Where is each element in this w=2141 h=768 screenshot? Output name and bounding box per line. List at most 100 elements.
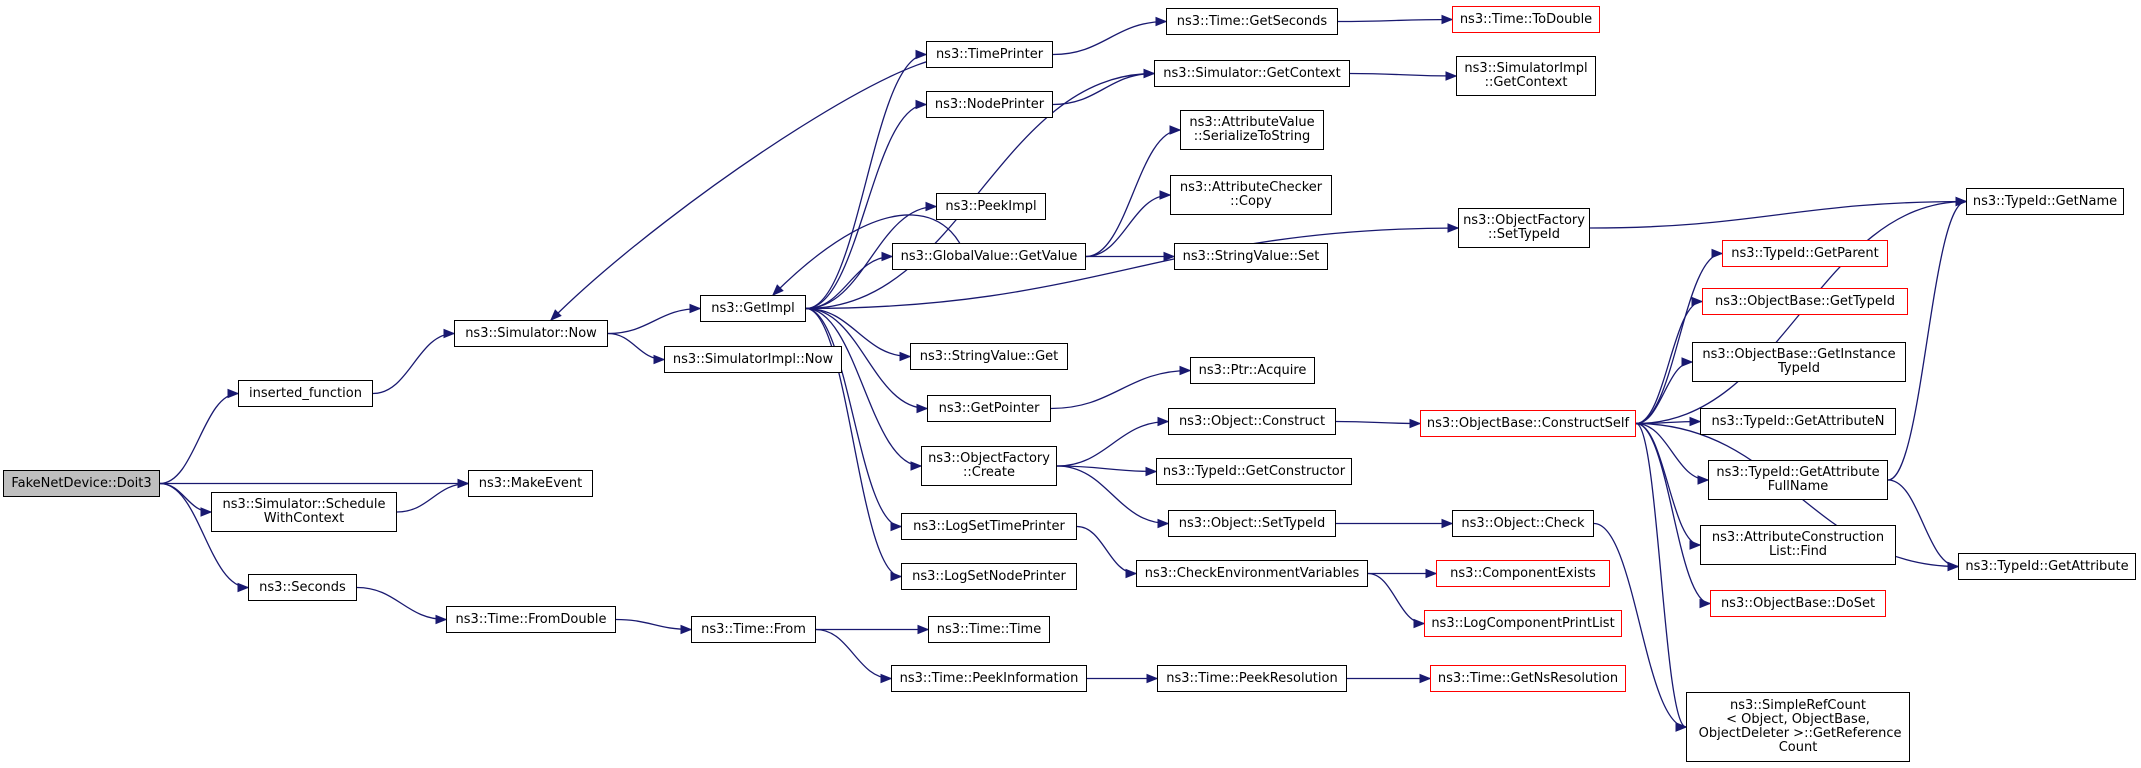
node-timefrom[interactable]: ns3::Time::From bbox=[691, 616, 816, 643]
node-stringvalueget[interactable]: ns3::StringValue::Get bbox=[910, 343, 1068, 370]
edge-tidgetattributefullname-to-tidgetattribute bbox=[1887, 479, 1959, 568]
node-accopy[interactable]: ns3::AttributeChecker ::Copy bbox=[1170, 175, 1332, 215]
node-aclistfind[interactable]: ns3::AttributeConstruction List::Find bbox=[1700, 525, 1896, 565]
node-obgetinstancetypeid[interactable]: ns3::ObjectBase::GetInstance TypeId bbox=[1692, 342, 1906, 382]
node-todouble[interactable]: ns3::Time::ToDouble bbox=[1452, 6, 1600, 33]
edge-tidgetattributefullname-to-tidgetname bbox=[1887, 200, 1967, 481]
edge-inserted-to-simnow bbox=[372, 332, 455, 395]
edge-getimpl-to-gvgetvalue bbox=[805, 255, 893, 310]
node-timeprinter[interactable]: ns3::TimePrinter bbox=[926, 41, 1053, 68]
node-ofcreate[interactable]: ns3::ObjectFactory ::Create bbox=[921, 446, 1057, 486]
edge-simnow-to-getimpl-arrowhead bbox=[689, 303, 702, 314]
node-simimplnow[interactable]: ns3::SimulatorImpl::Now bbox=[664, 346, 842, 373]
node-peekimpl[interactable]: ns3::PeekImpl bbox=[936, 193, 1046, 220]
edge-gvgetvalue-to-stringvalueset-arrowhead bbox=[1163, 251, 1176, 262]
node-constructself[interactable]: ns3::ObjectBase::ConstructSelf bbox=[1420, 410, 1636, 437]
edge-getimpl-to-nodeprinter bbox=[805, 103, 927, 310]
node-tidgetattributefullname[interactable]: ns3::TypeId::GetAttribute FullName bbox=[1708, 460, 1888, 500]
node-ofsettypeid[interactable]: ns3::ObjectFactory ::SetTypeId bbox=[1458, 208, 1590, 248]
edge-objconstruct-to-constructself bbox=[1335, 420, 1421, 425]
edge-peekinfo-to-peekresolution-arrowhead bbox=[1146, 673, 1159, 684]
node-gvgetvalue[interactable]: ns3::GlobalValue::GetValue bbox=[892, 243, 1086, 270]
node-logsettime[interactable]: ns3::LogSetTimePrinter bbox=[901, 513, 1077, 540]
node-getseconds[interactable]: ns3::Time::GetSeconds bbox=[1166, 8, 1338, 35]
edge-fromdouble-to-timefrom-arrowhead bbox=[680, 624, 693, 635]
edge-checkenv-to-componentexists-arrowhead bbox=[1425, 568, 1438, 579]
edge-gvgetvalue-to-avserialize bbox=[1085, 129, 1181, 258]
edge-ofcreate-to-objsettypeid-arrowhead bbox=[1157, 518, 1170, 529]
node-nodeprinter[interactable]: ns3::NodePrinter bbox=[926, 91, 1053, 118]
node-tidgetattribute[interactable]: ns3::TypeId::GetAttribute bbox=[1958, 553, 2136, 580]
edge-getimpl-to-timeprinter bbox=[805, 53, 927, 310]
node-objsettypeid[interactable]: ns3::Object::SetTypeId bbox=[1168, 510, 1336, 537]
node-simnow[interactable]: ns3::Simulator::Now bbox=[454, 320, 608, 347]
node-checkenv[interactable]: ns3::CheckEnvironmentVariables bbox=[1136, 560, 1368, 587]
node-tidgetconstructor[interactable]: ns3::TypeId::GetConstructor bbox=[1156, 458, 1352, 485]
node-obdoset[interactable]: ns3::ObjectBase::DoSet bbox=[1710, 590, 1886, 617]
edge-getimpl-to-peekimpl bbox=[805, 205, 937, 310]
edge-nodeprinter-to-simgetcontext bbox=[1052, 72, 1155, 106]
node-logcomponentprintlist[interactable]: ns3::LogComponentPrintList bbox=[1424, 610, 1622, 637]
edge-doit3-to-inserted bbox=[159, 392, 239, 485]
node-seconds[interactable]: ns3::Seconds bbox=[248, 574, 357, 601]
node-logsetnode[interactable]: ns3::LogSetNodePrinter bbox=[901, 563, 1077, 590]
node-ptracquire[interactable]: ns3::Ptr::Acquire bbox=[1190, 357, 1315, 384]
edge-tidgetattributefullname-to-tidgetname-arrowhead bbox=[1955, 196, 1968, 207]
edge-getimpl-to-ofsettypeid bbox=[805, 227, 1459, 310]
edge-ofcreate-to-objsettypeid bbox=[1056, 465, 1169, 525]
edge-simnow-to-simimplnow-arrowhead bbox=[653, 354, 666, 365]
edge-timeprinter-to-simnow bbox=[550, 56, 971, 321]
node-simgetcontext[interactable]: ns3::Simulator::GetContext bbox=[1154, 60, 1350, 87]
edge-gvgetvalue-to-avserialize-arrowhead bbox=[1169, 125, 1182, 135]
edge-getimpl-to-logsettime-arrowhead bbox=[890, 521, 903, 532]
edge-ofcreate-to-objconstruct-arrowhead bbox=[1157, 416, 1170, 427]
node-fromdouble[interactable]: ns3::Time::FromDouble bbox=[446, 606, 616, 633]
edge-timefrom-to-peekinfo bbox=[815, 628, 892, 680]
edge-timefrom-to-peekinfo-arrowhead bbox=[880, 673, 893, 684]
edge-timefrom-to-timetime-arrowhead bbox=[917, 624, 930, 635]
edge-doit3-to-seconds-arrowhead bbox=[237, 582, 250, 593]
node-tidgetparent[interactable]: ns3::TypeId::GetParent bbox=[1722, 240, 1888, 267]
edge-constructself-to-obgettypeid bbox=[1635, 300, 1703, 425]
edge-simnow-to-getimpl bbox=[607, 307, 701, 335]
node-getnsresolution[interactable]: ns3::Time::GetNsResolution bbox=[1430, 665, 1626, 692]
edge-getimpl-to-logsettime bbox=[805, 307, 902, 528]
edge-getimpl-to-ofcreate bbox=[805, 307, 922, 467]
node-objconstruct[interactable]: ns3::Object::Construct bbox=[1168, 408, 1336, 435]
node-stringvalueset[interactable]: ns3::StringValue::Set bbox=[1174, 243, 1328, 270]
node-inserted[interactable]: inserted_function bbox=[238, 380, 373, 407]
node-peekinfo[interactable]: ns3::Time::PeekInformation bbox=[891, 665, 1087, 692]
edge-getimpl-to-simgetcontext-arrowhead bbox=[1143, 68, 1156, 79]
node-peekresolution[interactable]: ns3::Time::PeekResolution bbox=[1157, 665, 1347, 692]
node-simimplgetcontext[interactable]: ns3::SimulatorImpl ::GetContext bbox=[1456, 56, 1596, 96]
node-timetime[interactable]: ns3::Time::Time bbox=[928, 616, 1050, 643]
edge-gvgetvalue-to-accopy-arrowhead bbox=[1159, 190, 1172, 200]
node-makeevent[interactable]: ns3::MakeEvent bbox=[468, 470, 593, 497]
edge-timeprinter-to-getseconds-arrowhead bbox=[1155, 16, 1168, 27]
edge-timeprinter-to-getseconds bbox=[1052, 20, 1167, 56]
edge-constructself-to-tidgetattributen-arrowhead bbox=[1689, 416, 1702, 427]
edge-getseconds-to-todouble bbox=[1337, 18, 1453, 23]
edge-getpointer-to-ptracquire-arrowhead bbox=[1179, 365, 1192, 376]
node-simplerefcount[interactable]: ns3::SimpleRefCount < Object, ObjectBase… bbox=[1686, 692, 1910, 762]
node-getimpl[interactable]: ns3::GetImpl bbox=[700, 295, 806, 322]
edge-constructself-to-aclistfind-arrowhead bbox=[1689, 540, 1702, 550]
node-tidgetattributen[interactable]: ns3::TypeId::GetAttributeN bbox=[1700, 408, 1896, 435]
edge-objsettypeid-to-objcheck-arrowhead bbox=[1441, 518, 1454, 529]
node-tidgetname[interactable]: ns3::TypeId::GetName bbox=[1966, 188, 2124, 215]
edge-getimpl-to-timeprinter-arrowhead bbox=[915, 49, 928, 60]
edge-seconds-to-fromdouble-arrowhead bbox=[435, 614, 448, 625]
node-objcheck[interactable]: ns3::Object::Check bbox=[1452, 510, 1594, 537]
edge-seconds-to-fromdouble bbox=[356, 586, 447, 621]
edge-getimpl-to-simgetcontext bbox=[805, 72, 1155, 310]
edge-fromdouble-to-timefrom bbox=[615, 618, 692, 631]
edge-schedule-to-makeevent bbox=[396, 482, 469, 513]
node-obgettypeid[interactable]: ns3::ObjectBase::GetTypeId bbox=[1702, 288, 1908, 315]
node-componentexists[interactable]: ns3::ComponentExists bbox=[1436, 560, 1610, 587]
node-getpointer[interactable]: ns3::GetPointer bbox=[927, 395, 1051, 422]
edge-constructself-to-tidgetattributefullname-arrowhead bbox=[1697, 475, 1710, 485]
edge-ofsettypeid-to-tidgetname bbox=[1589, 200, 1967, 229]
node-avserialize[interactable]: ns3::AttributeValue ::SerializeToString bbox=[1180, 110, 1324, 150]
node-schedule[interactable]: ns3::Simulator::Schedule WithContext bbox=[211, 492, 397, 532]
